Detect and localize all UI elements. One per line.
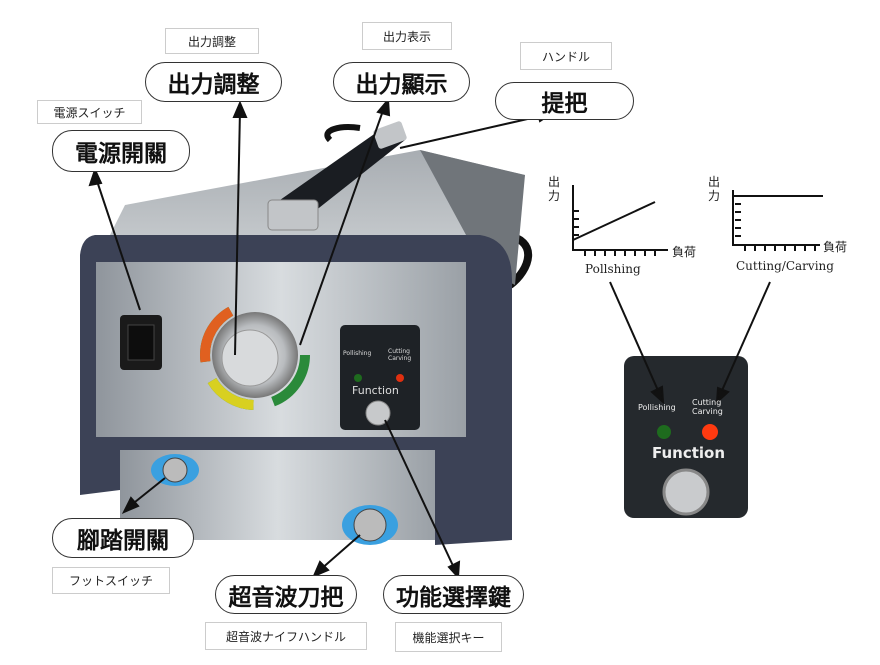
- power-display-jp-label: 出力表示: [362, 22, 452, 50]
- graph1-line: [572, 201, 656, 241]
- cutting-led: [702, 424, 718, 440]
- power-switch-label: 電源開關: [52, 130, 190, 172]
- graph-y-ticks: [573, 203, 741, 237]
- handle-label: 提把: [495, 82, 634, 120]
- panel-small-function: Function: [352, 384, 399, 397]
- arrow-power-adjust: [232, 100, 248, 356]
- power-display-label: 出力顯示: [333, 62, 470, 102]
- arrow-polishing-graph: [609, 281, 665, 405]
- arrow-ultrasonic-handle: [312, 534, 361, 578]
- panel-function-label: Function: [652, 444, 726, 462]
- handle-jp-label: ハンドル: [520, 42, 612, 70]
- graph2-caption: Cutting/Carving: [736, 259, 834, 273]
- function-panel-small: [340, 325, 420, 430]
- carry-handle: [280, 130, 405, 215]
- arrow-power-display: [299, 97, 391, 346]
- handle-bracket-rear: [373, 121, 407, 149]
- arrow-power-switch: [88, 167, 141, 311]
- power-switch-rocker: [127, 324, 155, 361]
- handle-jack-plug: [353, 508, 387, 542]
- dial-ring-orange: [200, 300, 310, 410]
- arrow-function-key: [384, 419, 461, 580]
- power-adjust-label: 出力調整: [145, 62, 282, 102]
- graph2-xlabel: 負荷: [823, 240, 848, 254]
- panel-cutting-label: Cutting Carving: [692, 398, 723, 416]
- power-switch-jp-label: 電源スイッチ: [37, 100, 142, 124]
- panel-polishing-label: Pollishing: [638, 403, 676, 412]
- polishing-led-small: [354, 374, 362, 382]
- graph1-caption: Pollshing: [585, 262, 641, 276]
- function-button-small: [365, 400, 391, 426]
- foot-switch-jack-plug: [162, 457, 188, 483]
- handle-cable: [324, 124, 361, 143]
- graph2-axes: [732, 190, 820, 246]
- cutting-led-small: [396, 374, 404, 382]
- ultrasonic-handle-label: 超音波刀把: [215, 575, 357, 614]
- graph-x-ticks: [584, 245, 816, 256]
- foot-switch-jp-label: フットスイッチ: [52, 567, 170, 594]
- power-adjust-jp-label: 出力調整: [165, 28, 259, 54]
- function-button: [662, 468, 710, 516]
- handle-bracket: [267, 199, 319, 231]
- panel-small-cutting: Cutting Carving: [388, 348, 412, 362]
- polishing-led: [657, 425, 671, 439]
- graph1-axes: [572, 185, 668, 251]
- graph1-ylabel: 出力: [548, 175, 561, 203]
- power-knob-cap: [221, 329, 279, 387]
- ultrasonic-handle-jp-label: 超音波ナイフハンドル: [205, 622, 367, 650]
- function-key-label: 功能選擇鍵: [383, 575, 524, 614]
- graph2-ylabel: 出力: [708, 175, 721, 203]
- arrow-foot-switch: [121, 477, 166, 514]
- function-key-jp-label: 機能選択キー: [395, 622, 502, 652]
- arrow-cutting-graph: [715, 281, 771, 405]
- panel-small-polishing: Pollishing: [343, 350, 372, 357]
- graph1-xlabel: 負荷: [672, 245, 697, 259]
- foot-switch-label: 腳踏開關: [52, 518, 194, 558]
